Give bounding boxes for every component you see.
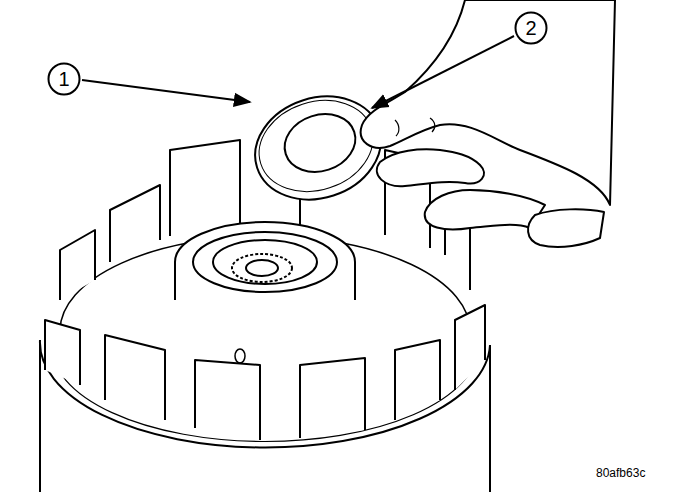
figure-code: 80afb63c [596,466,645,480]
callout-number: 1 [47,62,81,96]
callout-circle: 2 [514,11,548,45]
callout-number: 2 [514,11,548,45]
callout-circle: 1 [47,62,81,96]
